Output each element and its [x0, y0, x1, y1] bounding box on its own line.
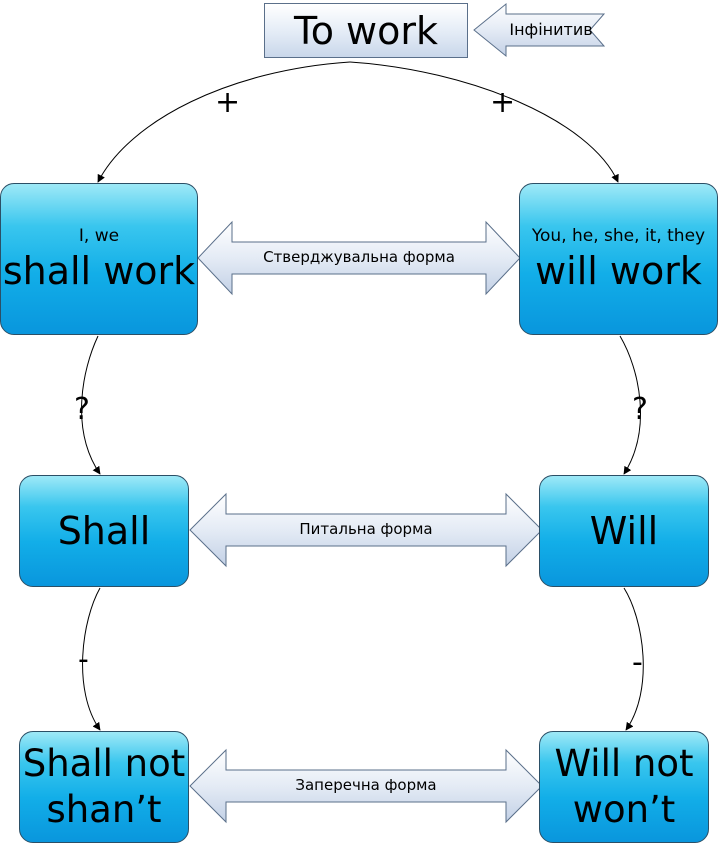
- arc-right-top: [349, 61, 619, 183]
- shall-work-text: shall work: [2, 249, 196, 293]
- plus-sign-right: +: [490, 85, 516, 120]
- node-shall-not: Shall not shan’t: [19, 731, 189, 843]
- node-will-not: Will not won’t: [539, 731, 709, 843]
- question-sign-left: ?: [74, 392, 90, 427]
- arc-left-bottom: [82, 587, 101, 731]
- shall-not-text: Shall not: [22, 742, 186, 785]
- negative-label: Заперечна форма: [295, 776, 437, 794]
- affirmative-label: Стверджувальна форма: [263, 248, 455, 266]
- wont-text: won’t: [572, 788, 676, 831]
- will-text: Will: [589, 509, 659, 553]
- pronouns-you-he-she-it-they: You, he, she, it, they: [531, 226, 706, 246]
- node-will: Will: [539, 475, 709, 587]
- minus-sign-left: -: [78, 642, 89, 677]
- minus-sign-right: -: [632, 645, 643, 680]
- infinitive-word: To work: [293, 8, 439, 53]
- pronouns-i-we: I, we: [78, 226, 120, 246]
- arc-left-mid: [81, 335, 101, 475]
- will-work-text: will work: [535, 249, 702, 293]
- will-not-text: Will not: [554, 742, 694, 785]
- shant-text: shan’t: [46, 788, 162, 831]
- node-shall-work: I, we shall work: [0, 183, 198, 335]
- plus-sign-left: +: [215, 85, 241, 120]
- infinitive-box: To work: [264, 3, 468, 58]
- question-sign-right: ?: [632, 392, 648, 427]
- infinitive-label: Інфінитив: [509, 20, 593, 39]
- shall-text: Shall: [57, 509, 151, 553]
- node-will-work: You, he, she, it, they will work: [519, 183, 718, 335]
- interrogative-label: Питальна форма: [299, 520, 433, 538]
- arc-left-top: [97, 61, 351, 183]
- node-shall: Shall: [19, 475, 189, 587]
- arc-right-bottom: [623, 587, 644, 731]
- arc-right-mid: [619, 335, 641, 475]
- infinitive-pointer-arrow: [473, 2, 606, 58]
